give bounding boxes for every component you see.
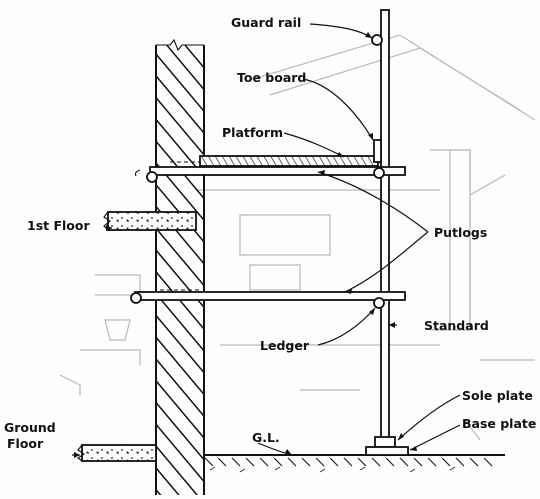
ground-surface: [204, 454, 505, 473]
first-floor-slab: [103, 211, 197, 231]
first-floor-label: 1st Floor: [27, 218, 90, 233]
ground-floor-label-line2: Floor: [7, 436, 44, 451]
brick-wall: [155, 38, 205, 495]
platform-planks: [199, 155, 379, 167]
lower-putlog: [130, 289, 406, 309]
ledger-label: Ledger: [260, 338, 310, 353]
guard-rail-tube: [371, 34, 383, 46]
putlogs-label: Putlogs: [434, 225, 487, 240]
ground-level-label: G.L.: [252, 430, 280, 445]
sole-and-base-plate: [365, 436, 409, 456]
toe-board-label: Toe board: [237, 70, 306, 85]
standard-pole: [380, 9, 390, 446]
arrow-heads: [74, 32, 417, 458]
ground-floor-slab: [77, 444, 157, 462]
leader-lines: [72, 23, 461, 456]
upper-putlog: [134, 161, 406, 183]
standard-label: Standard: [424, 318, 489, 333]
toe-board: [373, 139, 382, 163]
faded-background-drawing: [59, 34, 536, 441]
platform-label: Platform: [222, 125, 283, 140]
base-plate-label: Base plate: [462, 416, 536, 431]
sole-plate-label: Sole plate: [462, 388, 533, 403]
guard-rail-label: Guard rail: [231, 15, 301, 30]
ground-floor-label-line1: Ground: [4, 420, 56, 435]
